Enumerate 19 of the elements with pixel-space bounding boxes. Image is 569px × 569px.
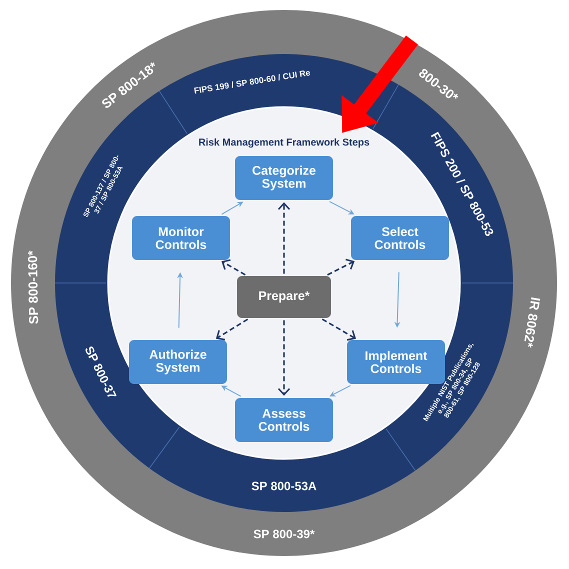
title: Risk Management Framework Steps [199,138,370,148]
ring-label: SP 800-160* [28,250,38,324]
dashed-arrow [221,259,246,276]
dashed-arrow [216,318,248,340]
ring-label: SP 800-39* [254,530,315,538]
step-box: Categorize System [235,156,333,200]
step-box: Implement Controls [347,340,445,384]
dashed-arrow [322,318,356,341]
step-box: Authorize System [129,340,227,384]
step-box: Select Controls [351,216,449,260]
ring-label: SP 800-53A [252,482,316,490]
dashed-arrow [278,320,290,396]
ring-label: FIPS 199 / SP 800-60 / CUI Re [194,70,310,94]
step-box: Assess Controls [235,398,333,442]
dashed-arrow [278,202,290,274]
ring-label: IR 8062* [524,297,540,348]
dashed-arrow [327,258,355,276]
step-box: Monitor Controls [132,216,230,260]
prepare-box: Prepare* [237,276,331,318]
